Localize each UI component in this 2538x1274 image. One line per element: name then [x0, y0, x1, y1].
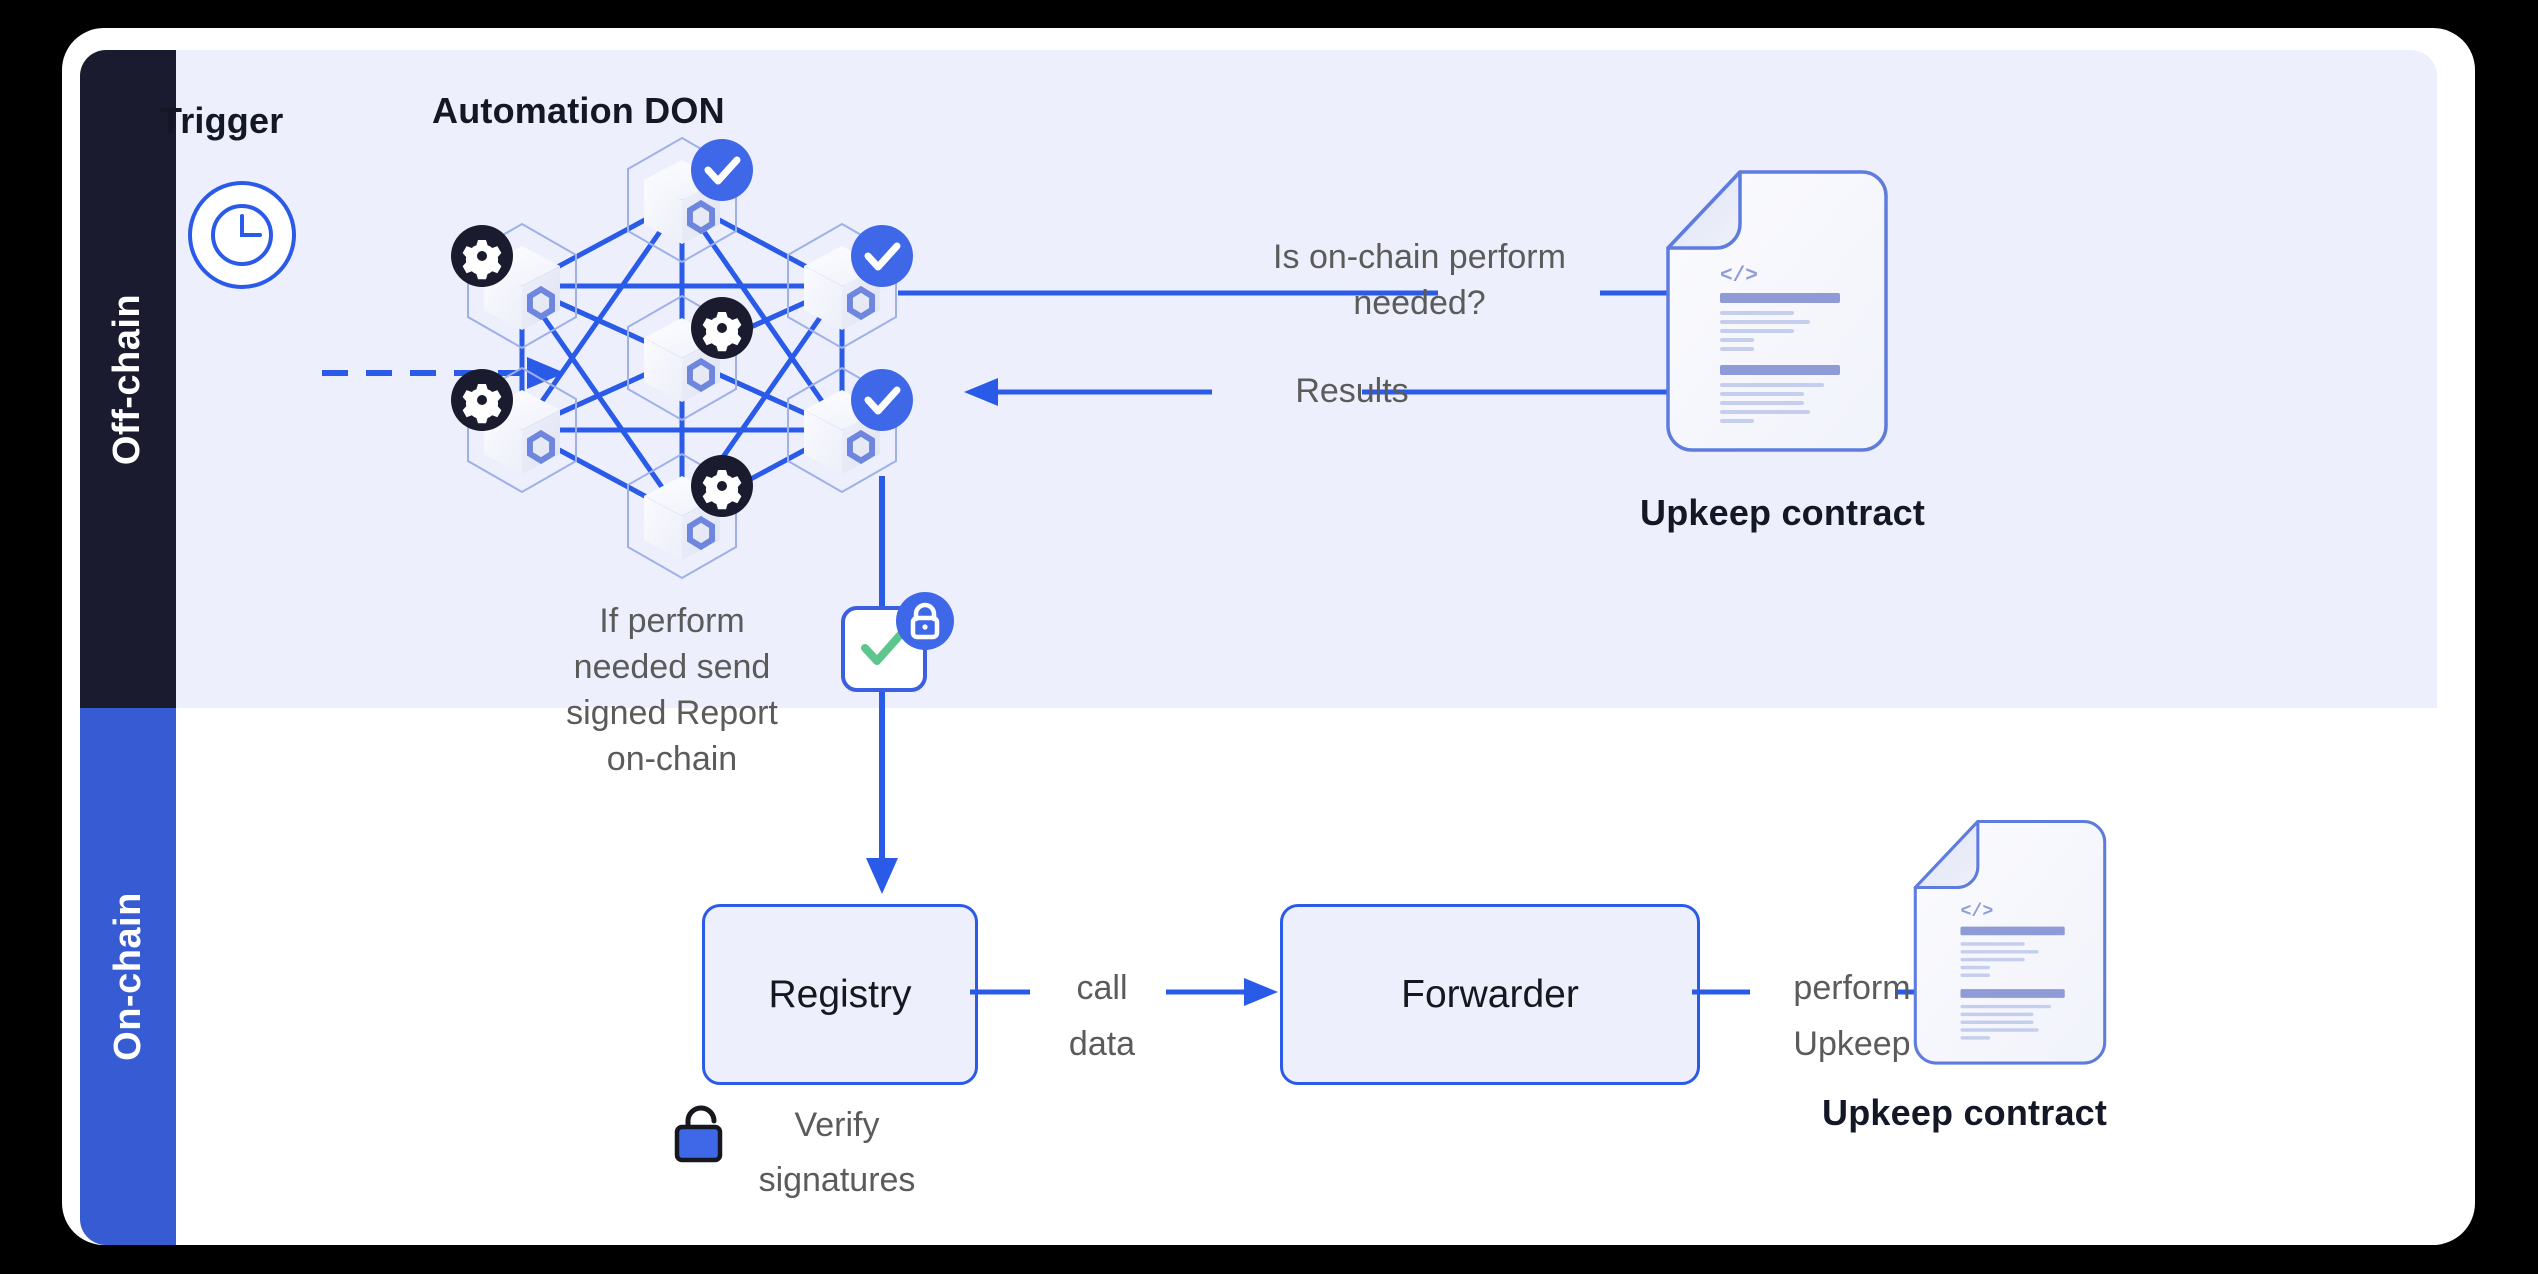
code-glyph: </>	[1720, 265, 1758, 288]
lock-closed-icon	[893, 589, 957, 653]
registry-box[interactable]: Registry	[702, 904, 978, 1085]
offchain-upkeep-contract-label: Upkeep contract	[1640, 492, 1926, 533]
trigger-title: Trigger	[160, 100, 284, 141]
forwarder-label: Forwarder	[1401, 972, 1579, 1016]
edge-upkeep-to-don-label: Results	[1295, 372, 1409, 410]
edge-forwarder-to-upkeep-label: perform Upkeep	[1793, 969, 1911, 1063]
edge-registry-to-forwarder	[970, 972, 1280, 1012]
gear-icon	[451, 369, 513, 431]
gear-icon	[451, 225, 513, 287]
registry-label: Registry	[768, 972, 912, 1016]
edge-don-to-upkeep-label: Is on-chain perform needed?	[1273, 238, 1566, 322]
check-icon	[691, 139, 753, 201]
signed-report-label: If perform needed send signed Report on-…	[566, 602, 778, 778]
gear-icon	[691, 455, 753, 517]
edge-registry-to-forwarder-label: call data	[1068, 969, 1136, 1063]
offchain-rail: Off-chain	[80, 50, 176, 708]
diagram-card: Off-chain On-chain Trigger Automation DO…	[62, 28, 2475, 1245]
forwarder-box[interactable]: Forwarder	[1280, 904, 1700, 1085]
onchain-rail: On-chain	[80, 708, 176, 1245]
code-glyph: </>	[1960, 902, 1993, 922]
clock-icon	[157, 150, 327, 320]
edge-trigger-to-don	[322, 353, 582, 393]
check-icon	[851, 225, 913, 287]
onchain-upkeep-contract-label: Upkeep contract	[1822, 1092, 2108, 1133]
offchain-upkeep-contract-icon: </>	[1662, 168, 1892, 458]
don-title: Automation DON	[432, 90, 725, 131]
check-icon	[861, 630, 905, 665]
offchain-panel	[176, 50, 2437, 708]
check-icon	[851, 369, 913, 431]
automation-don-network	[402, 138, 962, 558]
onchain-upkeep-contract-icon: </>	[1910, 818, 2110, 1070]
onchain-rail-label: On-chain	[106, 892, 149, 1061]
gear-icon	[691, 297, 753, 359]
offchain-rail-label: Off-chain	[106, 293, 149, 465]
verify-signatures-label: Verify signatures	[758, 1106, 916, 1199]
lock-open-icon	[672, 1101, 734, 1167]
